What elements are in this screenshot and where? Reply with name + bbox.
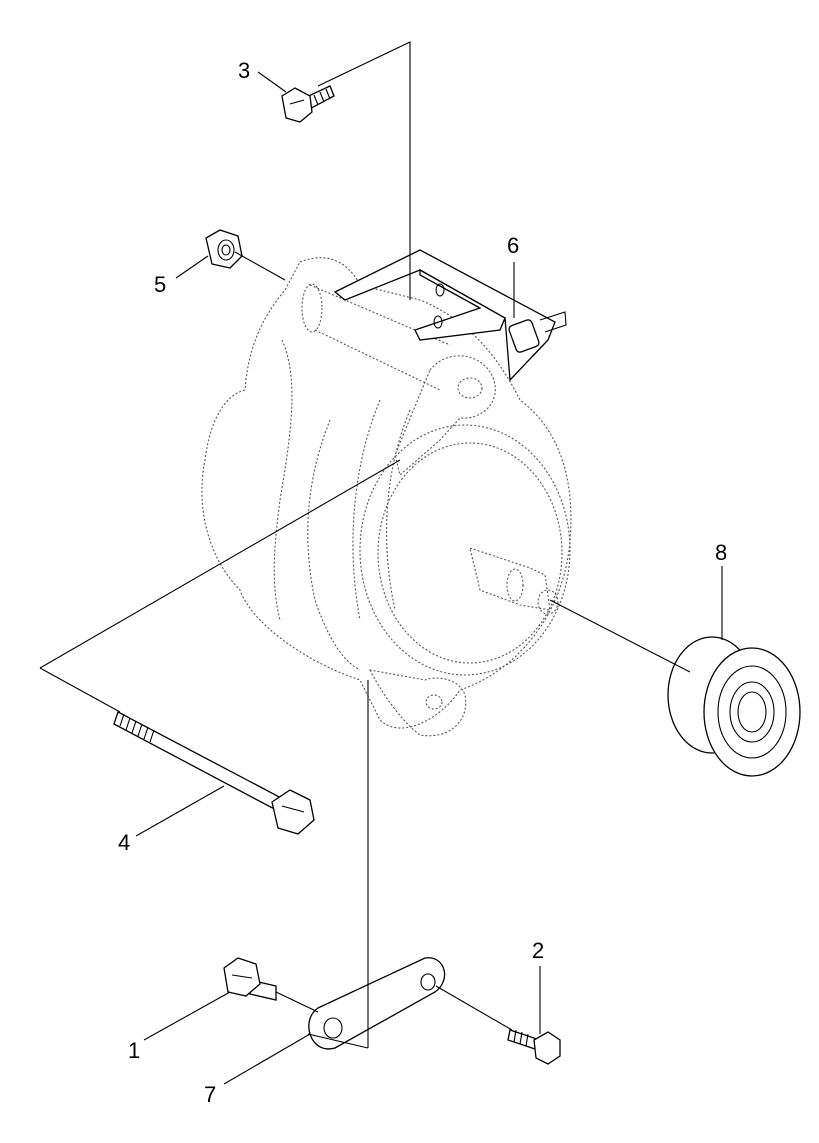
callout-3: 3: [238, 58, 250, 83]
bolt-part-3: [281, 85, 335, 123]
bolt-part-2: [507, 1029, 561, 1065]
callout-6: 6: [507, 233, 519, 258]
bracket-part-6: [333, 249, 567, 382]
callout-1: 1: [128, 1038, 140, 1063]
callout-5: 5: [154, 272, 166, 297]
nut-part-5: [205, 229, 243, 269]
callout-7: 7: [204, 1082, 216, 1107]
callout-8: 8: [715, 540, 727, 565]
bolt-part-1: [223, 957, 277, 1001]
callout-4: 4: [118, 830, 130, 855]
alternator-body: [201, 257, 572, 737]
link-plate-part-7: [308, 957, 446, 1050]
assembly-lines: [39, 41, 691, 1049]
callout-2: 2: [532, 938, 544, 963]
pulley-part-8: [667, 636, 801, 777]
long-bolt-part-4: [113, 711, 315, 835]
leader-lines: [135, 71, 723, 1085]
